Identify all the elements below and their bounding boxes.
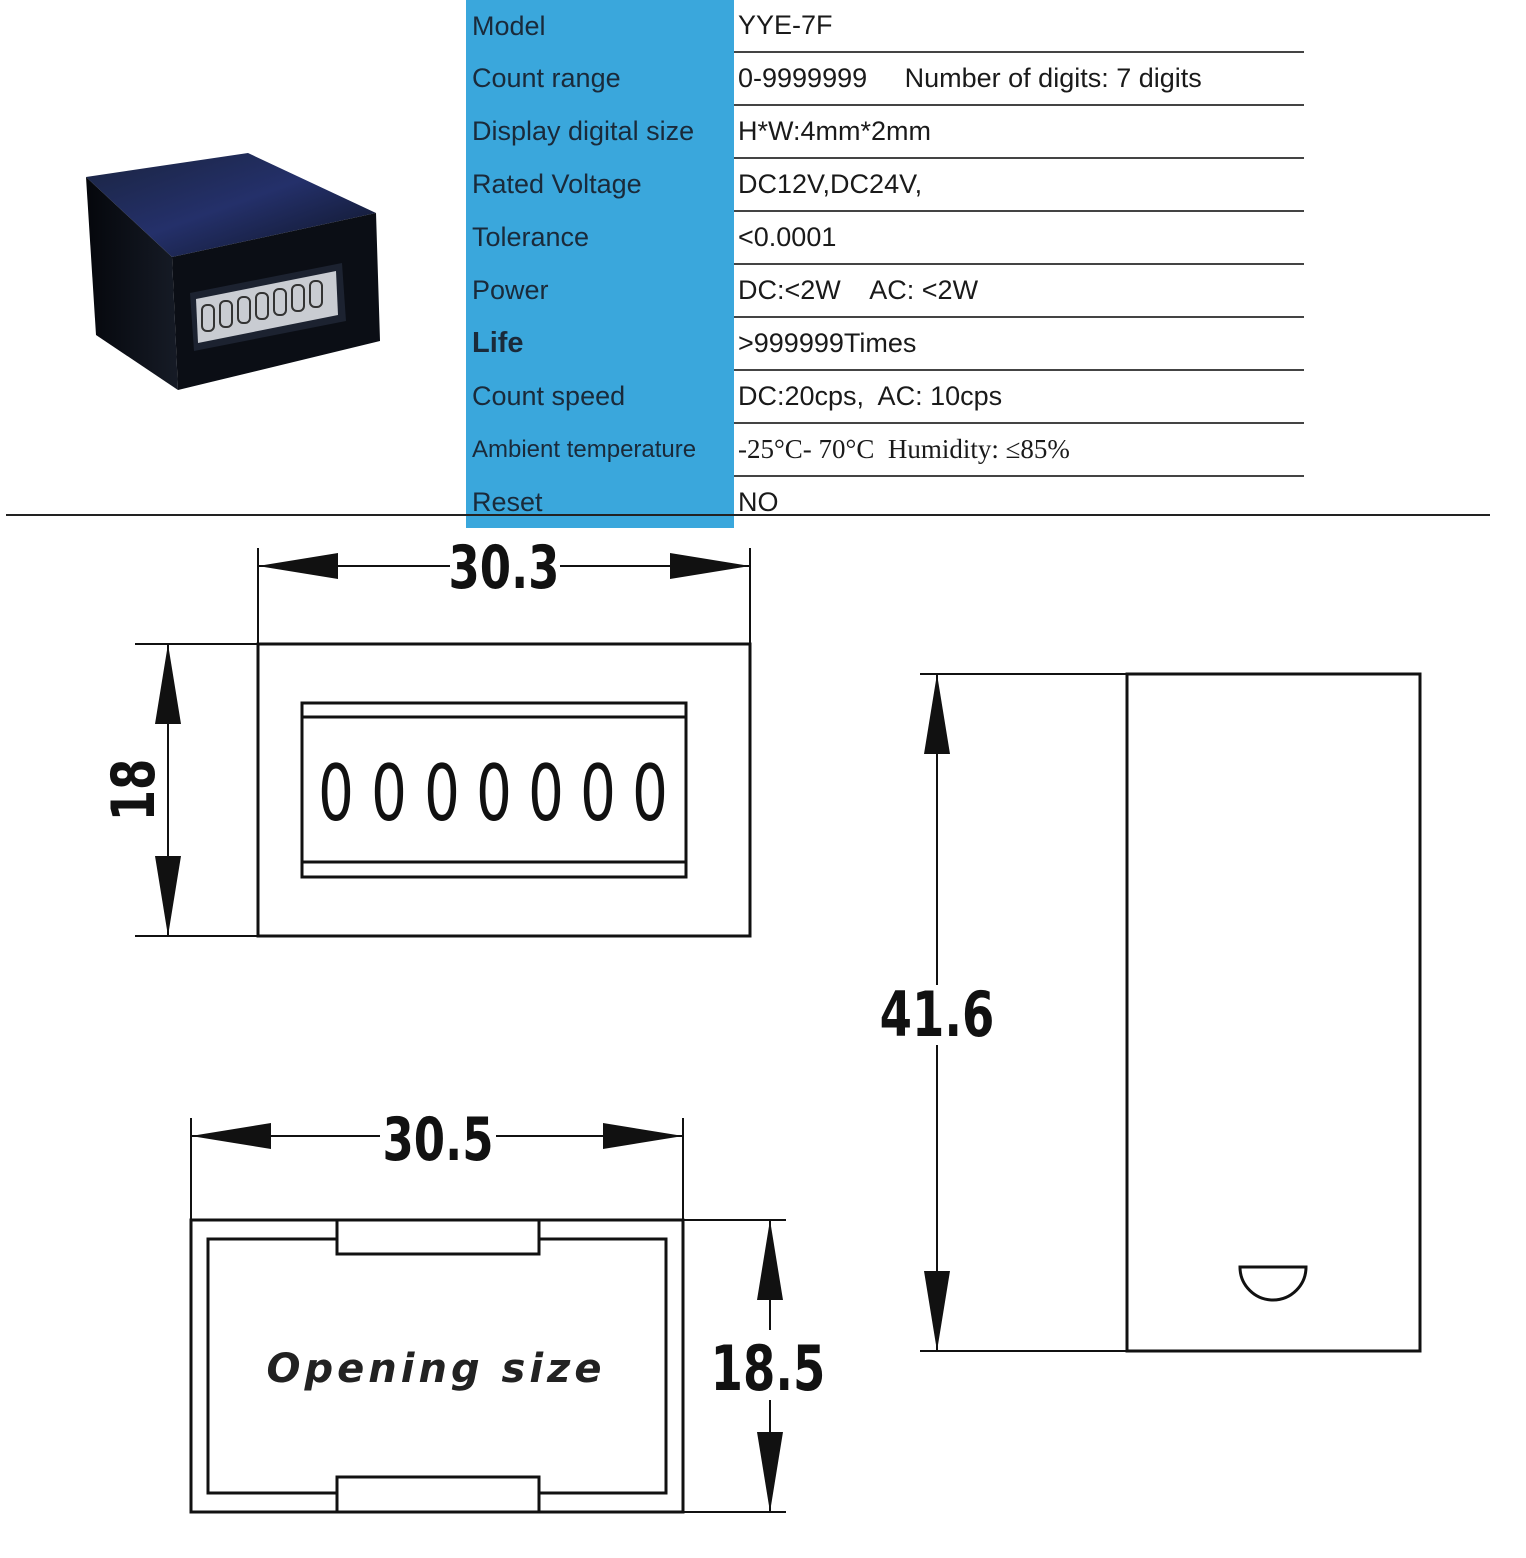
spec-table: Model YYE-7F Count range 0-9999999 Numbe… xyxy=(466,0,1304,528)
spec-row-model: Model YYE-7F xyxy=(466,0,1304,53)
section-divider xyxy=(6,514,1490,516)
spec-label: Tolerance xyxy=(466,211,734,264)
arrow-right xyxy=(670,553,750,579)
spec-label: Life xyxy=(466,317,734,370)
spec-row-ambient-temperature: Ambient temperature -25°C- 70°C Humidity… xyxy=(466,423,1304,477)
arrow-down xyxy=(757,1432,783,1512)
spec-label: Display digital size xyxy=(466,105,734,158)
spec-value: >999999Times xyxy=(734,317,1304,371)
arrow-left xyxy=(258,553,338,579)
display-digit: 0 xyxy=(580,749,616,840)
dimension-opening-height: 18.5 xyxy=(711,1332,826,1404)
front-view-outline xyxy=(256,642,752,938)
spec-label: Rated Voltage xyxy=(466,158,734,211)
arrow-up xyxy=(757,1220,783,1300)
display-digit: 0 xyxy=(318,749,354,840)
spec-label: Power xyxy=(466,264,734,317)
spec-row-tolerance: Tolerance <0.0001 xyxy=(466,211,1304,265)
spec-value: YYE-7F xyxy=(734,0,1304,53)
arrow-up xyxy=(924,674,950,754)
opening-size-label: Opening size xyxy=(267,1346,606,1392)
front-view-digits: 0 0 0 0 0 0 0 xyxy=(318,749,668,840)
spec-label: Count speed xyxy=(466,370,734,423)
side-view-tab xyxy=(1238,1265,1308,1302)
side-view-outline xyxy=(1125,672,1422,1353)
spec-value: <0.0001 xyxy=(734,211,1304,265)
spec-label: Ambient temperature xyxy=(466,423,734,476)
arrow-down xyxy=(155,856,181,936)
spec-value: DC:<2W AC: <2W xyxy=(734,264,1304,318)
spec-value: DC:20cps, AC: 10cps xyxy=(734,370,1304,424)
photo-counter-digits xyxy=(201,280,323,332)
arrow-up xyxy=(155,644,181,724)
dimension-side-depth: 41.6 xyxy=(880,978,995,1050)
spec-row-count-range: Count range 0-9999999 Number of digits: … xyxy=(466,52,1304,106)
spec-label: Reset xyxy=(466,476,734,528)
spec-row-rated-voltage: Rated Voltage DC12V,DC24V, xyxy=(466,158,1304,212)
spec-value: H*W:4mm*2mm xyxy=(734,105,1304,159)
spec-row-count-speed: Count speed DC:20cps, AC: 10cps xyxy=(466,370,1304,424)
arrow-down xyxy=(924,1271,950,1351)
display-digit: 0 xyxy=(424,749,460,840)
spec-value: -25°C- 70°C Humidity: ≤85% xyxy=(734,423,1304,477)
dimension-front-height: 18 xyxy=(99,759,169,822)
dimension-opening-width: 30.5 xyxy=(383,1105,494,1175)
spec-value: NO xyxy=(738,487,779,517)
spec-row-power: Power DC:<2W AC: <2W xyxy=(466,264,1304,318)
display-digit: 0 xyxy=(371,749,407,840)
spec-row-display-size: Display digital size H*W:4mm*2mm xyxy=(466,105,1304,159)
display-digit: 0 xyxy=(476,749,512,840)
spec-row-life: Life >999999Times xyxy=(466,317,1304,371)
display-digit: 0 xyxy=(632,749,668,840)
spec-value: DC12V,DC24V, xyxy=(734,158,1304,212)
product-photo xyxy=(86,153,380,390)
dimension-front-width: 30.3 xyxy=(449,533,560,603)
arrow-right xyxy=(603,1123,683,1149)
display-digit: 0 xyxy=(528,749,564,840)
front-view-window xyxy=(300,701,688,879)
spec-label: Model xyxy=(466,0,734,52)
spec-value: 0-9999999 Number of digits: 7 digits xyxy=(734,52,1304,106)
spec-row-reset: Reset NO xyxy=(466,476,1304,528)
arrow-left xyxy=(191,1123,271,1149)
spec-label: Count range xyxy=(466,52,734,105)
